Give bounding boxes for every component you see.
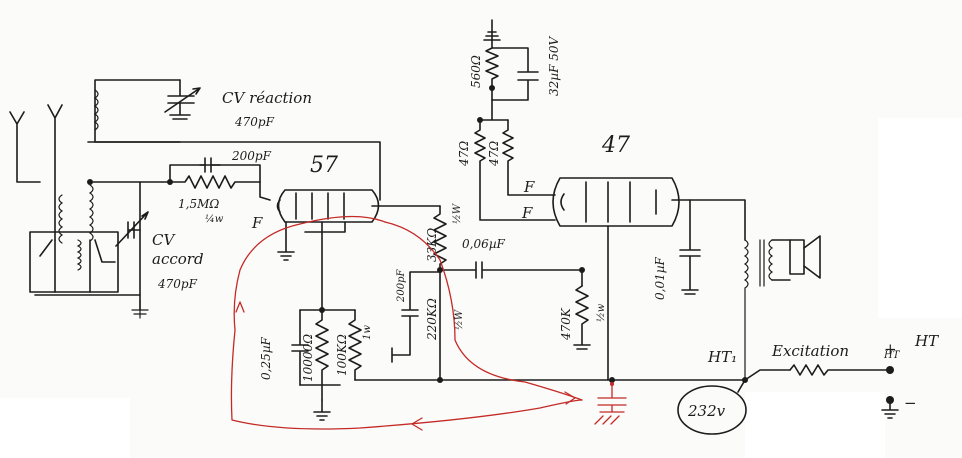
tube-57 xyxy=(276,189,441,223)
ht-line xyxy=(611,364,899,419)
res-47a-label: 47Ω xyxy=(457,141,471,167)
antenna-right xyxy=(47,104,63,241)
tube-47-filament-label: F xyxy=(523,178,535,196)
filament-supply xyxy=(474,19,556,221)
cap-025-label: 0,25µF xyxy=(259,336,273,380)
cv-label: CV xyxy=(152,231,176,249)
scan-blank-right xyxy=(878,118,962,318)
res-220k-label: 220KΩ xyxy=(425,298,439,341)
tube-47-filament-label-b: F xyxy=(521,204,533,222)
res-100k-power-label: 1w xyxy=(362,325,373,340)
res-10000-label: 10000Ω xyxy=(301,334,315,382)
cap-200pf-top-label: 200pF xyxy=(231,149,272,163)
output-transformer xyxy=(743,239,791,381)
cv-accord-value: 470pF xyxy=(157,277,198,291)
res-33k-power-label: ½W xyxy=(452,203,463,224)
res-470k-power-label: ½w xyxy=(596,303,607,322)
red-overlay-path xyxy=(230,215,583,431)
speaker-icon xyxy=(789,235,821,279)
cap-200pf-mid-label: 200pF xyxy=(396,269,407,303)
junction-dots xyxy=(87,85,748,383)
tube-57-filament-label: F xyxy=(251,214,263,232)
res-470k xyxy=(573,285,591,350)
tube-57-label: 57 xyxy=(310,153,338,178)
grid-input-wiring xyxy=(89,157,271,319)
tube-57-returns xyxy=(277,221,346,311)
scan-blank-bottom-right xyxy=(745,392,885,458)
scan-blank-bottom-left xyxy=(0,398,130,458)
excitation-label: Excitation xyxy=(771,342,849,360)
red-capacitor xyxy=(594,382,627,425)
res-470k-label: 470K xyxy=(559,307,573,341)
cv-reaction-capacitor xyxy=(164,79,201,120)
cap-006-label: 0,06µF xyxy=(462,237,506,251)
res-560-label: 560Ω xyxy=(469,55,483,88)
plate-load xyxy=(391,205,583,381)
cv-reaction-label: CV réaction xyxy=(222,89,312,107)
res-220k-power-label: ½W xyxy=(454,309,465,330)
cap-001-label: 0,01µF xyxy=(653,256,667,300)
reaction-coil xyxy=(87,79,381,201)
voltage-label: 232v xyxy=(687,402,726,420)
tube-47 xyxy=(552,177,746,381)
cap-001 xyxy=(679,199,701,295)
res-100k-label: 100KΩ xyxy=(335,334,349,376)
cv-reaction-value: 470pF xyxy=(234,115,275,129)
res-47b-label: 47Ω xyxy=(487,141,501,167)
grid-leak-power-label: ¼w xyxy=(205,214,224,225)
grid-leak-label: 1,5MΩ xyxy=(178,197,219,211)
cap-32uf-label: 32µF 50V xyxy=(547,36,561,96)
ht1-label: HT₁ xyxy=(707,348,737,366)
input-coil xyxy=(29,184,141,296)
accord-label: accord xyxy=(152,250,204,268)
antenna-left xyxy=(9,111,41,183)
voltage-badge xyxy=(677,385,747,435)
ht-small-label: HT xyxy=(883,350,901,361)
cv-accord-capacitor xyxy=(115,211,149,247)
minus-label: − xyxy=(904,394,917,412)
plus-label: + xyxy=(884,340,897,358)
ht-label: HT xyxy=(914,332,939,350)
cathode-network xyxy=(291,309,613,421)
tube-47-label: 47 xyxy=(601,133,630,158)
